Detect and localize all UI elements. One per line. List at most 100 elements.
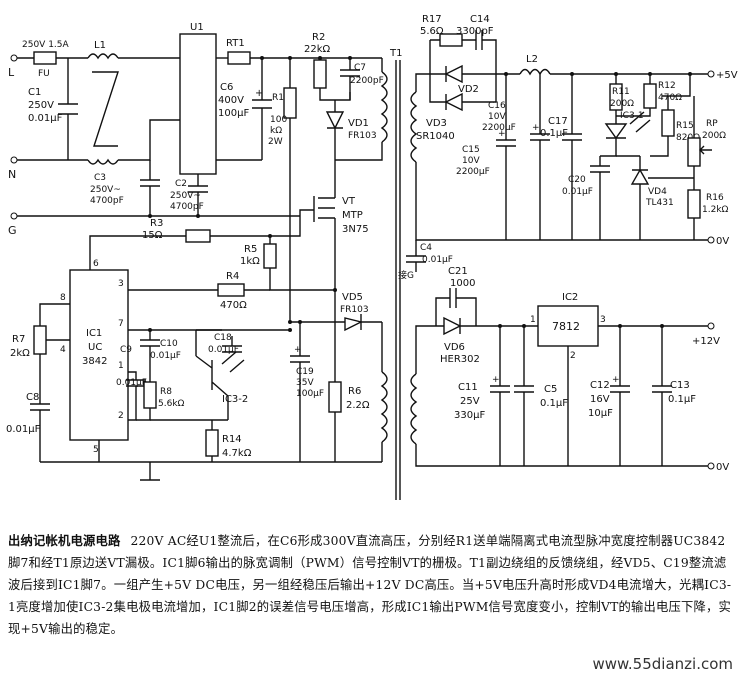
c11-name: C11 bbox=[458, 382, 478, 393]
c8-v1: 0.01μF bbox=[6, 424, 41, 435]
junction bbox=[288, 56, 292, 60]
terminal-0v-top bbox=[707, 236, 715, 244]
pin-8: 8 bbox=[60, 293, 66, 303]
label-0v-top: 0V bbox=[716, 236, 729, 247]
fuse-name: FU bbox=[38, 69, 50, 79]
t1-secondary-12v bbox=[410, 373, 418, 445]
junction bbox=[288, 320, 292, 324]
pin-3: 3 bbox=[118, 279, 124, 289]
vd2-label: VD2 bbox=[458, 84, 479, 95]
r7-v1: 2kΩ bbox=[10, 348, 30, 359]
junction bbox=[268, 234, 272, 238]
fuse-value: 250V 1.5A bbox=[22, 40, 70, 50]
ground-symbol bbox=[140, 462, 160, 481]
c18-v1: 0.01μF bbox=[208, 345, 239, 355]
r15-name: R15 bbox=[676, 121, 694, 131]
r8-v1: 5.6kΩ bbox=[158, 399, 185, 409]
c10-name: C10 bbox=[160, 339, 178, 349]
vt-v1: MTP bbox=[342, 210, 363, 221]
t1-primary-winding bbox=[380, 71, 388, 143]
c11-v1: 25V bbox=[460, 396, 480, 407]
c8-name: C8 bbox=[26, 392, 39, 403]
control-section: IC1 UC 3842 6 3 8 7 4 1 2 5 R7 2kΩ C8 0.… bbox=[6, 259, 292, 462]
c3-name: C3 bbox=[94, 173, 106, 183]
capacitor-c3 bbox=[140, 179, 160, 187]
capacitor-c7 bbox=[340, 69, 360, 100]
resistor-r2 bbox=[313, 59, 327, 89]
c1-v1: 250V bbox=[28, 100, 54, 111]
c3-v1: 250V~ bbox=[90, 185, 121, 195]
circuit-schematic: L N G 250V 1.5A FU L1 C1 250V 0.01μF C3 … bbox=[6, 14, 738, 500]
c14-name: C14 bbox=[470, 14, 490, 25]
c6-name: C6 bbox=[220, 82, 233, 93]
r5-v1: 1kΩ bbox=[240, 256, 260, 267]
capacitor-c16 bbox=[496, 74, 516, 240]
rp-name: RP bbox=[706, 119, 718, 129]
pin-7: 7 bbox=[118, 319, 124, 329]
c21-name: C21 bbox=[448, 266, 468, 277]
resistor-r14 bbox=[205, 429, 219, 457]
capacitor-c10 bbox=[140, 330, 160, 372]
wire-r15-top bbox=[662, 74, 691, 97]
wire-r3-ic1 bbox=[89, 235, 186, 270]
resistor-r6 bbox=[328, 381, 342, 413]
ic2-name: IC2 bbox=[562, 292, 578, 303]
r14-name: R14 bbox=[222, 434, 242, 445]
c2-v1: 250V~ bbox=[170, 191, 201, 201]
inductor-l2 bbox=[519, 68, 551, 76]
c18-name: C18 bbox=[214, 333, 232, 343]
vd1-v1: FR103 bbox=[348, 131, 377, 141]
wire-r15 bbox=[650, 96, 669, 157]
c16-v1: 10V bbox=[488, 112, 506, 122]
c4-v2: 接G bbox=[398, 269, 414, 281]
c1-v2: 0.01μF bbox=[28, 113, 63, 124]
r1-v2: kΩ bbox=[270, 126, 282, 136]
capacitor-c18 bbox=[196, 329, 242, 353]
c19-name: C19 bbox=[296, 367, 314, 377]
c17-name: C17 bbox=[548, 116, 568, 127]
input-section: L N G 250V 1.5A FU L1 C1 250V 0.01μF C3 … bbox=[8, 22, 382, 300]
capacitor-c1 bbox=[58, 58, 78, 160]
vd6-v1: HER302 bbox=[440, 354, 480, 365]
c14-v1: 3300pF bbox=[456, 26, 494, 37]
c19-v2: 100μF bbox=[296, 389, 324, 399]
c5-name: C5 bbox=[544, 384, 557, 395]
junction bbox=[614, 72, 618, 76]
wire-r17 bbox=[429, 39, 440, 74]
capacitor-c15 bbox=[530, 74, 550, 240]
c13-name: C13 bbox=[670, 380, 690, 391]
ic1-name: IC1 bbox=[86, 328, 102, 339]
c5-v1: 0.1μF bbox=[540, 398, 568, 409]
vd1-name: VD1 bbox=[348, 118, 369, 129]
c6-plus: + bbox=[255, 88, 263, 99]
t1-secondary-5v bbox=[410, 91, 418, 163]
r17-name: R17 bbox=[422, 14, 442, 25]
pin-4: 4 bbox=[60, 345, 66, 355]
c1-name: C1 bbox=[28, 87, 41, 98]
c15-plus: + bbox=[532, 123, 540, 133]
vd3-name: VD3 bbox=[426, 118, 447, 129]
junction bbox=[298, 320, 302, 324]
potentiometer-rp[interactable] bbox=[687, 137, 701, 167]
c2-name: C2 bbox=[175, 179, 187, 189]
c12-name: C12 bbox=[590, 380, 610, 391]
ic1-uc3842 bbox=[69, 269, 129, 441]
r1-v1: 100 bbox=[270, 115, 287, 125]
c3-v2: 4700pF bbox=[90, 196, 124, 206]
r1-v3: 2W bbox=[268, 137, 283, 147]
primary-section: R2 22kΩ C7 2200pF VD1 FR103 T1 VT MTP 3N… bbox=[40, 32, 402, 500]
c16-plus: + bbox=[498, 129, 506, 139]
c6-v1: 400V bbox=[218, 95, 244, 106]
capacitor-c4 bbox=[406, 240, 426, 272]
secondary-12v-section: 0V C21 1000 VD6 HER302 IC2 7812 1 3 2 +1… bbox=[410, 266, 729, 473]
junction bbox=[618, 324, 622, 328]
c20-name: C20 bbox=[568, 175, 586, 185]
r4-v1: 470Ω bbox=[220, 300, 247, 311]
c2-v2: 4700pF bbox=[170, 202, 204, 212]
c13-v1: 0.1μF bbox=[668, 394, 696, 405]
c20-v1: 0.01μF bbox=[562, 187, 593, 197]
c16-v2: 2200μF bbox=[482, 123, 516, 133]
r6-name: R6 bbox=[348, 386, 361, 397]
terminal-12v bbox=[707, 322, 715, 330]
